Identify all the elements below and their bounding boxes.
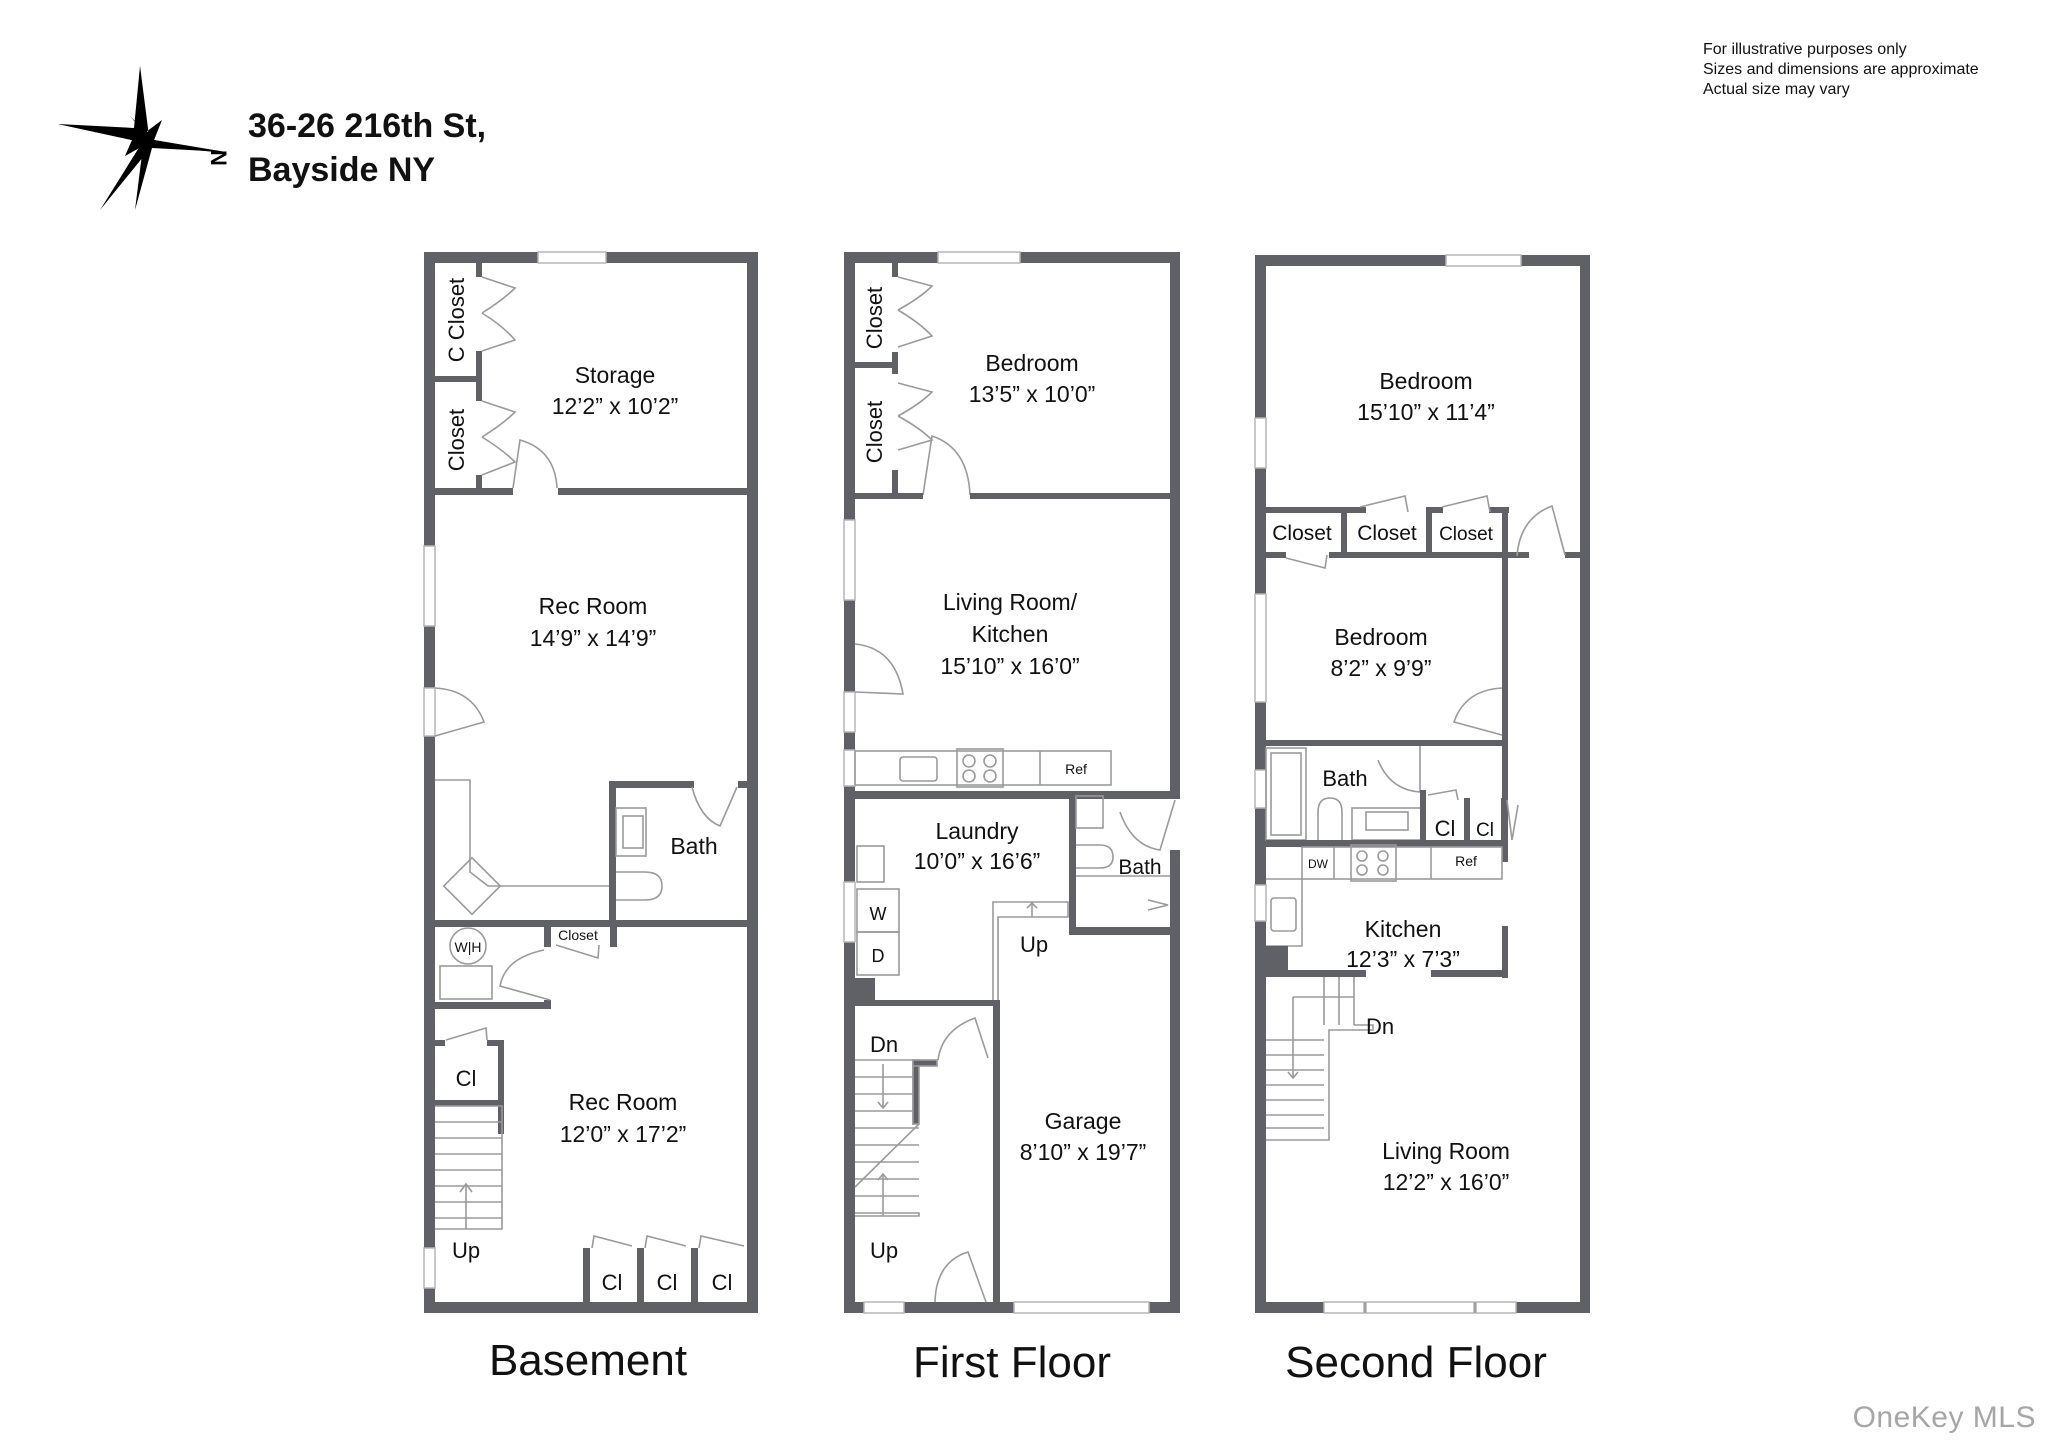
room-dims: 12’3” x 7’3” [1346, 946, 1460, 972]
floor-label-second-floor: Second Floor [1285, 1338, 1547, 1387]
washer-label: W [870, 904, 887, 924]
room-dims: 14’9” x 14’9” [530, 625, 657, 651]
room-dims: 13’5” x 10’0” [969, 381, 1096, 407]
stairs-up-label: Up [870, 1238, 898, 1263]
room-label: Closet [862, 401, 887, 463]
room-label: Cl [1435, 816, 1456, 841]
stairs-down-label: Dn [870, 1032, 898, 1057]
second-floor-plan: DW Ref Bedroom 15’10” x 11’4” Closet Clo… [1254, 254, 1590, 1314]
room-label: Rec Room [539, 593, 648, 619]
room-label: Closet [862, 287, 887, 349]
room-label: Cl [456, 1066, 477, 1091]
stairs-down-label: Dn [1366, 1014, 1394, 1039]
water-heater-label: W|H [455, 939, 482, 955]
room-label: Cl [1476, 820, 1494, 841]
room-label: Storage [575, 362, 656, 388]
room-label: Living Room [1382, 1138, 1510, 1164]
room-dims: 12’2” x 10’2” [552, 393, 679, 419]
room-label: Laundry [935, 818, 1019, 844]
watermark: OneKey MLS [1852, 1401, 2036, 1434]
room-label: Cl [657, 1270, 678, 1295]
room-label: Kitchen [972, 621, 1049, 647]
room-dims: 15’10” x 11’4” [1357, 399, 1495, 425]
room-label: Bath [670, 833, 717, 859]
basement-plan: W|H Storage 12’2” x 10’2” C Closet Close… [423, 251, 758, 1313]
north-label: N [206, 150, 231, 166]
room-dims: 12’0” x 17’2” [560, 1121, 687, 1147]
room-label: Closet [1439, 524, 1494, 545]
refrigerator-label: Ref [1455, 853, 1477, 869]
room-label: C Closet [444, 278, 469, 362]
property-address: 36-26 216th St, Bayside NY [248, 104, 486, 192]
floor-label-first-floor: First Floor [913, 1338, 1111, 1387]
first-floor-plan: Ref W D [843, 251, 1180, 1314]
floor-label-basement: Basement [488, 1336, 688, 1385]
room-label: Cl [712, 1270, 733, 1295]
room-label: Bath [1322, 766, 1367, 791]
room-label: Garage [1045, 1108, 1122, 1134]
room-label: Rec Room [569, 1089, 678, 1115]
room-label: Bedroom [985, 350, 1078, 376]
disclaimer-line: Sizes and dimensions are approximate [1703, 61, 1979, 78]
room-dims: 8’10” x 19’7” [1020, 1139, 1147, 1165]
disclaimer: For illustrative purposes only Sizes and… [1703, 40, 1979, 100]
room-dims: 15’10” x 16’0” [940, 653, 1079, 679]
room-dims: 12’2” x 16’0” [1383, 1169, 1510, 1195]
room-label: Kitchen [1365, 916, 1442, 942]
dryer-label: D [872, 946, 885, 966]
room-label: Closet [1272, 522, 1332, 545]
room-dims: 10’0” x 16’6” [914, 848, 1041, 874]
room-label: Living Room/ [943, 589, 1078, 615]
compass-rose-icon: N [58, 66, 231, 210]
room-label: Closet [1357, 522, 1417, 545]
dishwasher-label: DW [1308, 857, 1329, 871]
disclaimer-line: Actual size may vary [1703, 81, 1850, 98]
room-label: Closet [444, 409, 469, 471]
room-label: Bedroom [1334, 624, 1427, 650]
room-label: Bath [1118, 856, 1161, 879]
address-line-2: Bayside NY [248, 151, 436, 189]
room-label: Bedroom [1379, 368, 1472, 394]
address-line-1: 36-26 216th St, [248, 107, 487, 145]
stairs-up-label: Up [1020, 932, 1048, 957]
room-label: Closet [558, 927, 598, 943]
stairs-up-label: Up [452, 1238, 480, 1263]
room-dims: 8’2” x 9’9” [1331, 655, 1432, 681]
disclaimer-line: For illustrative purposes only [1703, 41, 1907, 58]
room-label: Cl [602, 1270, 623, 1295]
refrigerator-label: Ref [1065, 761, 1087, 777]
